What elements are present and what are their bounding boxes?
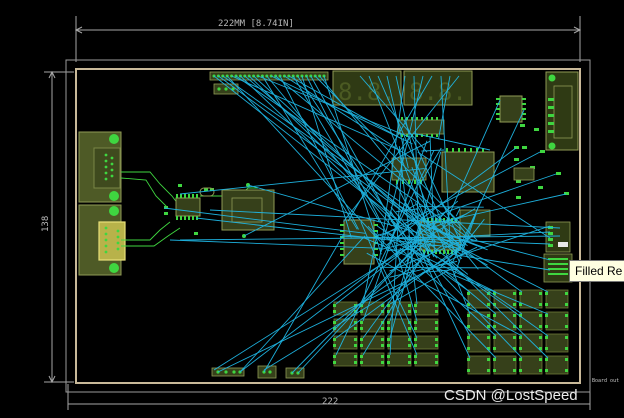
dimension-top-label: 222MM [8.74IN] [218, 19, 294, 29]
key-switch[interactable] [545, 333, 569, 353]
seven-segment-display-1[interactable]: 8.8. [332, 70, 402, 106]
key-switch[interactable] [387, 335, 412, 350]
button-matrix-left[interactable] [333, 301, 439, 367]
board-outline[interactable] [75, 68, 581, 384]
board-outline-label: Board out [592, 378, 619, 384]
ratsnest-lines [163, 75, 567, 374]
seven-segment-display-2[interactable]: 8.8. [403, 70, 473, 106]
key-switch[interactable] [493, 333, 517, 353]
key-switch[interactable] [387, 318, 412, 333]
dimension-bottom-label: 222 [322, 397, 338, 407]
regulator-module[interactable] [221, 183, 275, 238]
key-switch[interactable] [333, 335, 358, 350]
connector-db9-upper[interactable] [78, 131, 122, 203]
dimension-top [74, 16, 582, 62]
passive-group-right[interactable] [514, 124, 569, 199]
ic-usb-bridge[interactable] [496, 95, 526, 123]
watermark: CSDN @LostSpeed [444, 387, 578, 404]
hover-tooltip: Filled Re [569, 260, 624, 282]
key-switch[interactable] [467, 333, 491, 353]
key-switch[interactable] [414, 301, 439, 316]
svg-text:8.8.: 8.8. [338, 78, 396, 106]
key-switch[interactable] [519, 289, 543, 309]
keepout-outline [65, 59, 591, 393]
bottom-connector-left[interactable] [211, 367, 245, 377]
key-switch[interactable] [387, 352, 412, 367]
connector-right-lower[interactable] [543, 253, 573, 283]
key-switch[interactable] [360, 352, 385, 367]
pin-header-right[interactable] [545, 221, 571, 253]
key-switch[interactable] [519, 311, 543, 331]
dimension-left-label: 138 [41, 216, 51, 232]
key-switch[interactable] [467, 289, 491, 309]
connector-small-top[interactable] [213, 83, 239, 95]
svg-text:8.8.: 8.8. [409, 78, 467, 106]
key-switch[interactable] [493, 355, 517, 375]
key-switch[interactable] [493, 289, 517, 309]
key-switch[interactable] [519, 333, 543, 353]
key-switch[interactable] [467, 355, 491, 375]
dimension-left [44, 70, 74, 384]
ic-right-middle[interactable] [513, 167, 535, 181]
connector-right-top[interactable] [545, 71, 579, 151]
key-switch[interactable] [414, 335, 439, 350]
key-switch[interactable] [333, 352, 358, 367]
key-switch[interactable] [545, 289, 569, 309]
key-switch[interactable] [545, 355, 569, 375]
capacitor-group-left[interactable] [164, 184, 214, 235]
key-switch[interactable] [414, 318, 439, 333]
ic-transceiver[interactable] [175, 194, 201, 220]
key-switch[interactable] [545, 311, 569, 331]
key-switch[interactable] [360, 335, 385, 350]
key-switch[interactable] [414, 352, 439, 367]
connector-db9-lower[interactable] [78, 204, 126, 276]
key-switch[interactable] [519, 355, 543, 375]
key-switch[interactable] [387, 301, 412, 316]
key-switch[interactable] [493, 311, 517, 331]
